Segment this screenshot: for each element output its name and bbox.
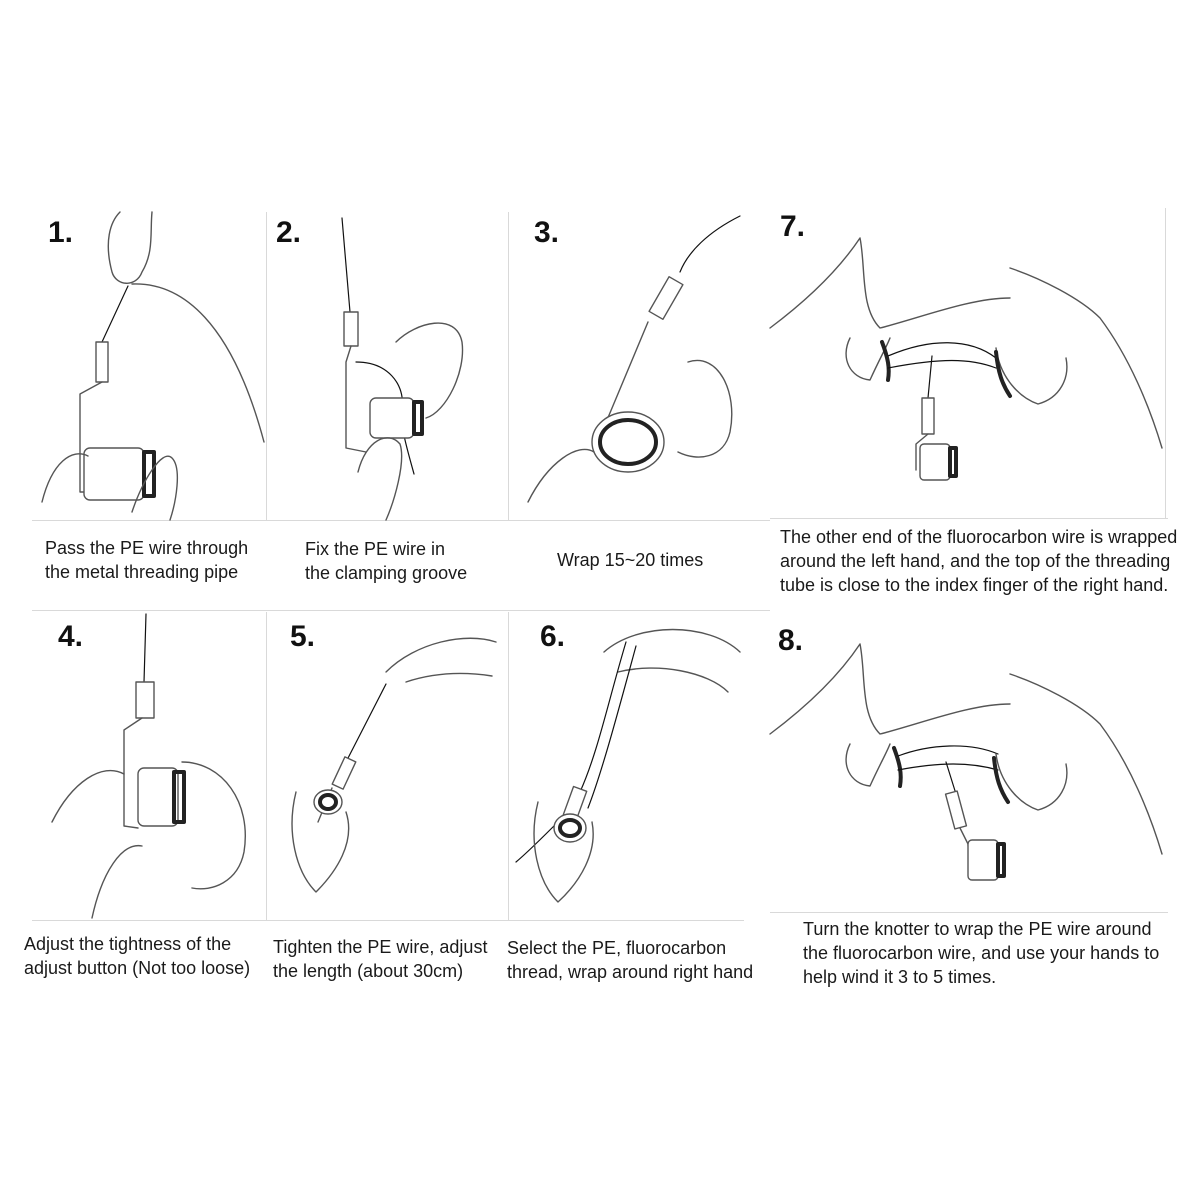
step-8-caption-line-3: help wind it 3 to 5 times.	[803, 967, 997, 987]
divider-h-3	[32, 920, 744, 921]
step-2-caption-line-2: the clamping groove	[305, 563, 468, 583]
step-6-caption-line-1: Select the PE, fluorocarbon	[507, 938, 727, 958]
divider-v-3	[266, 612, 267, 920]
step-8-caption-line-1: Turn the knotter to wrap the PE wire aro…	[803, 919, 1152, 939]
step-5-caption: Tighten the PE wire, adjust the length (…	[273, 935, 487, 983]
divider-v-4	[508, 612, 509, 920]
step-1-illustration	[41, 211, 265, 521]
step-5-caption-line-1: Tighten the PE wire, adjust	[273, 937, 488, 957]
step-1-caption-line-1: Pass the PE wire through	[45, 538, 249, 558]
step-6-caption: Select the PE, fluorocarbon thread, wrap…	[507, 936, 753, 984]
divider-h-5	[770, 912, 1168, 913]
step-8-illustration	[769, 643, 1163, 881]
step-4-caption-line-2: adjust button (Not too loose)	[24, 958, 251, 978]
step-4-caption-line-1: Adjust the tightness of the	[24, 934, 232, 954]
step-7-number: 7.	[780, 210, 806, 243]
step-3-caption-line-1: Wrap 15~20 times	[557, 550, 704, 570]
step-4-number: 4.	[58, 620, 84, 653]
step-6-number: 6.	[540, 620, 566, 653]
step-2-illustration	[341, 217, 464, 521]
divider-v-5	[1165, 208, 1166, 518]
step-5-number: 5.	[290, 620, 316, 653]
step-6-illustration	[515, 628, 741, 903]
step-3-illustration	[527, 215, 741, 503]
divider-h-4	[770, 518, 1168, 519]
step-2-caption-line-1: Fix the PE wire in	[305, 539, 446, 559]
step-1-number: 1.	[48, 216, 74, 249]
step-2-number: 2.	[276, 216, 302, 249]
step-4-illustration	[51, 613, 246, 919]
divider-v-1	[266, 212, 267, 520]
step-3-number: 3.	[534, 216, 560, 249]
step-7-caption-line-3: tube is close to the index finger of the…	[780, 575, 1169, 595]
step-8-caption: Turn the knotter to wrap the PE wire aro…	[803, 917, 1159, 989]
step-5-caption-line-2: the length (about 30cm)	[273, 961, 464, 981]
step-7-caption: The other end of the fluorocarbon wire i…	[780, 525, 1177, 597]
step-6-caption-line-2: thread, wrap around right hand	[507, 962, 754, 982]
divider-h-1	[32, 520, 770, 521]
step-2-caption: Fix the PE wire in the clamping groove	[305, 537, 467, 585]
step-3-caption: Wrap 15~20 times	[557, 548, 703, 572]
step-7-illustration	[769, 237, 1163, 481]
step-4-caption: Adjust the tightness of the adjust butto…	[24, 932, 250, 980]
divider-h-2	[32, 610, 770, 611]
step-7-caption-line-1: The other end of the fluorocarbon wire i…	[780, 527, 1178, 547]
step-7-caption-line-2: around the left hand, and the top of the…	[780, 551, 1171, 571]
step-1-caption: Pass the PE wire through the metal threa…	[45, 536, 248, 584]
step-1-caption-line-2: the metal threading pipe	[45, 562, 239, 582]
step-8-caption-line-2: the fluorocarbon wire, and use your hand…	[803, 943, 1160, 963]
step-8-number: 8.	[778, 624, 804, 657]
step-5-illustration	[291, 637, 497, 893]
divider-v-2	[508, 212, 509, 520]
